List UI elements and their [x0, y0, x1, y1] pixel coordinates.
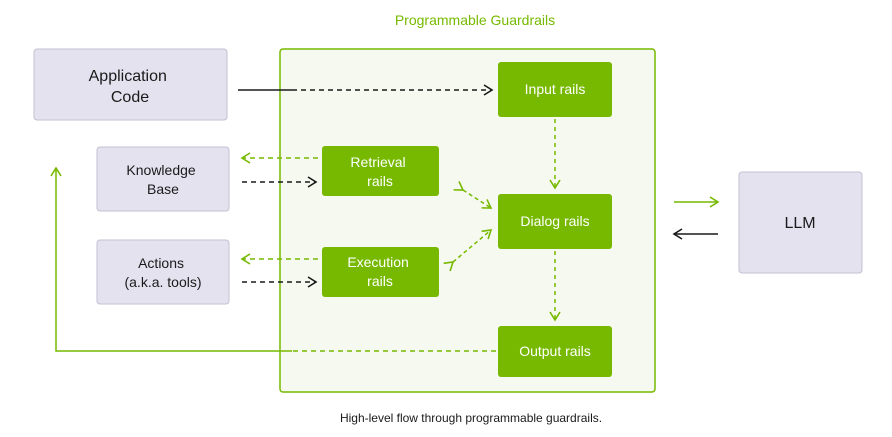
execution-rails-label-line2: rails: [367, 273, 393, 289]
execution-dialog-bidirectional-arrow: [443, 229, 493, 272]
output-rails-box: Output rails: [498, 326, 612, 377]
retrieval-rails-box: Retrieval rails: [322, 146, 439, 196]
retrieval-rails-label-line1: Retrieval: [350, 154, 405, 170]
diagram-title: Programmable Guardrails: [395, 12, 555, 28]
application-code-label-line2: Code: [111, 89, 149, 106]
svg-text:Knowledge Base: Knowledge Base: [126, 162, 199, 197]
retrieval-dialog-bidirectional-arrow: [453, 181, 493, 209]
knowledge-base-box: Knowledge Base: [96, 146, 230, 212]
actions-label-line1: Actions: [138, 255, 184, 271]
svg-text:Execution rails: Execution rails: [347, 254, 412, 289]
dialog-rails-box: Dialog rails: [498, 194, 612, 249]
execution-rails-label-line1: Execution: [347, 254, 408, 270]
actions-box: Actions (a.k.a. tools): [96, 239, 230, 305]
execution-rails-box: Execution rails: [322, 247, 439, 297]
application-code-box: Application Code: [33, 48, 228, 121]
svg-text:Retrieval rails: Retrieval rails: [350, 154, 409, 189]
dialog-rails-label: Dialog rails: [520, 213, 589, 229]
llm-box: LLM: [738, 171, 863, 274]
input-rails-box: Input rails: [498, 62, 612, 117]
actions-label-line2: (a.k.a. tools): [124, 274, 201, 290]
svg-text:Application Code: Application Code: [89, 68, 172, 106]
llm-label: LLM: [784, 215, 815, 232]
input-rails-label: Input rails: [525, 81, 586, 97]
knowledge-base-label-line1: Knowledge: [126, 162, 195, 178]
svg-text:Actions (a.k.a. tools): Actions (a.k.a. tools): [124, 255, 201, 290]
diagram-caption: High-level flow through programmable gua…: [340, 411, 602, 425]
guardrails-container: [279, 48, 656, 393]
application-code-label-line1: Application: [89, 68, 167, 85]
output-to-app-return-arrow: [50, 166, 292, 352]
knowledge-base-label-line2: Base: [147, 181, 179, 197]
output-rails-label: Output rails: [519, 343, 591, 359]
retrieval-rails-label-line2: rails: [367, 173, 393, 189]
